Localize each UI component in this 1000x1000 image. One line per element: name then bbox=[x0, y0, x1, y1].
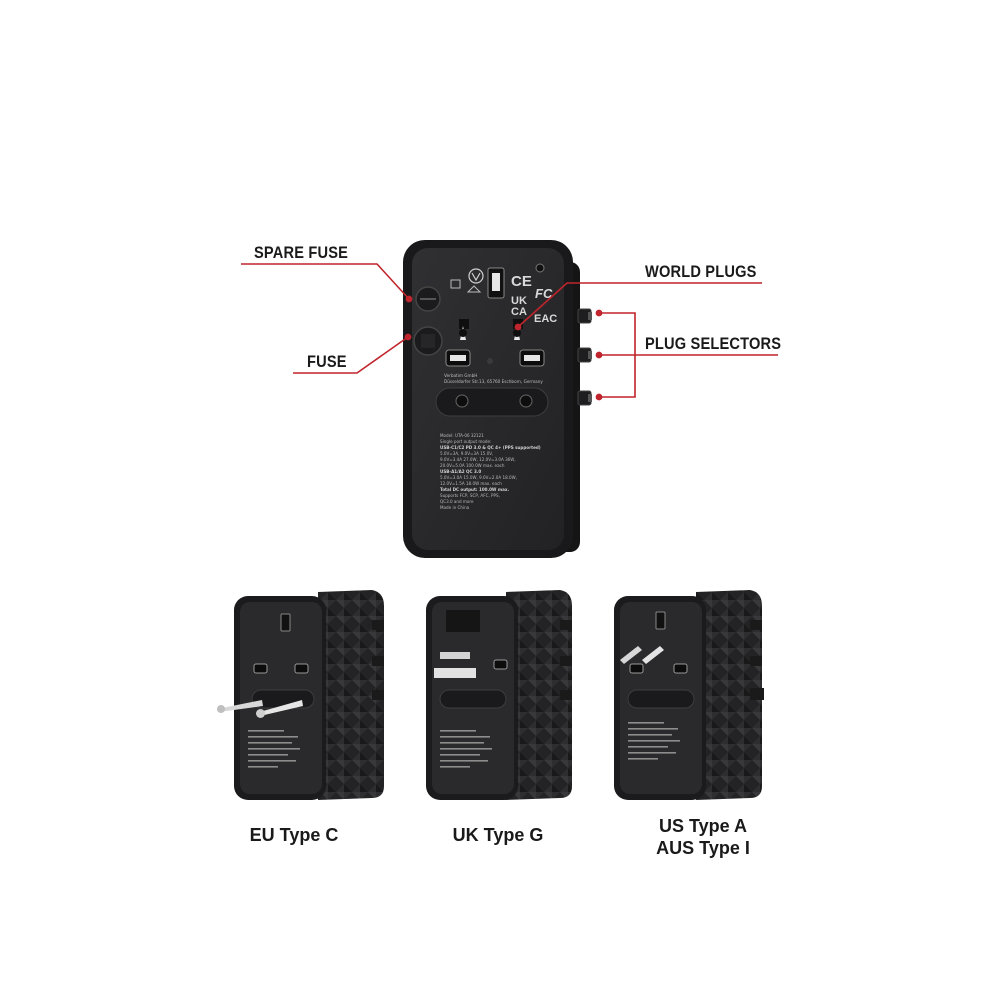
main-device: CE FC UK CA EAC Verbatim GmbH Düsseldorf… bbox=[403, 240, 592, 558]
plug-selector-dot-3 bbox=[595, 393, 603, 401]
eac-mark: EAC bbox=[534, 313, 557, 325]
led-indicator bbox=[535, 263, 545, 273]
ukca-mark-top: UK bbox=[511, 295, 527, 307]
plug-selector-dot-2 bbox=[595, 351, 603, 359]
spec-line: Single port output mode: bbox=[440, 439, 491, 444]
spec-line: Total DC output: 100.0W max. bbox=[440, 487, 510, 492]
uk-socket-plate bbox=[439, 689, 507, 709]
uk-selector-3 bbox=[560, 690, 572, 700]
us-plug-pin-left bbox=[620, 646, 642, 664]
indoor-use-icon bbox=[466, 285, 482, 293]
spec-line: QC3.0 and more bbox=[440, 499, 474, 504]
eu-device-side bbox=[318, 590, 384, 800]
spec-line: Made in China bbox=[440, 505, 470, 510]
us-plug-pin-right bbox=[642, 646, 664, 664]
eu-usb-c-left bbox=[253, 663, 268, 674]
spec-line: 12.0V=1.5A 18.0W max. each bbox=[440, 481, 502, 486]
eu-caption-line: EU Type C bbox=[249, 825, 339, 845]
plug-selectors-label: PLUG SELECTORS bbox=[645, 334, 782, 353]
socket-hole-right bbox=[519, 394, 533, 408]
eu-usb-a bbox=[280, 613, 291, 632]
spec-line: 9.0V=3.4A 27.0W, 12.0V=3.0A 36W, bbox=[440, 457, 516, 462]
spec-line: 5.0V=3.0A 15.0W, 9.0V=2.0A 18.0W, bbox=[440, 475, 517, 480]
company-line-1: Verbatim GmbH bbox=[444, 373, 477, 378]
world-plugs-leader bbox=[517, 282, 762, 328]
spec-line: 20.0V=5.0A 100.0W max. each bbox=[440, 463, 505, 468]
spec-line: Supports FCP, SCP, AFC, PPS, bbox=[440, 493, 500, 498]
ukca-mark-bottom: CA bbox=[511, 306, 527, 318]
eu-plug-pin-right bbox=[260, 700, 303, 716]
spare-fuse-label: SPARE FUSE bbox=[254, 243, 349, 262]
eu-spec-lines bbox=[248, 730, 300, 768]
variant-eu-device bbox=[217, 590, 384, 800]
ce-mark: CE bbox=[511, 273, 532, 290]
usb-a-port-tongue bbox=[492, 273, 500, 291]
fuse-label: FUSE bbox=[307, 352, 347, 371]
usb-c-port-right-tongue bbox=[524, 355, 540, 361]
uk-device-side bbox=[506, 590, 572, 800]
eu-selector-2 bbox=[372, 656, 384, 666]
reset-hole bbox=[487, 358, 493, 364]
spare-fuse-dot bbox=[405, 295, 413, 303]
spec-text-block: Model: UTA-06 32121 Single port output m… bbox=[440, 433, 541, 510]
variant-uk-device bbox=[426, 590, 572, 800]
fcc-mark: FC bbox=[535, 286, 553, 301]
plug-selector-2[interactable] bbox=[577, 347, 592, 363]
spec-line: USB-A1/A2 QC 3.0 bbox=[440, 469, 481, 474]
eu-selector-1 bbox=[372, 620, 384, 630]
uk-plug-pin-left bbox=[440, 652, 470, 659]
uk-top-pin-block bbox=[446, 610, 480, 632]
spec-line: Model: UTA-06 32121 bbox=[440, 433, 484, 438]
uk-plug-pin-bottom bbox=[434, 668, 476, 678]
us-selector-2 bbox=[750, 656, 762, 666]
company-line-2: Düsseldorfer Str.13, 65760 Eschborn, Ger… bbox=[444, 379, 543, 384]
v-logo-glyph bbox=[471, 272, 481, 282]
double-insulation-icon bbox=[450, 279, 461, 289]
eu-usb-c-right bbox=[294, 663, 309, 674]
us-spec-lines bbox=[628, 722, 680, 760]
eu-plug-tip-left bbox=[217, 705, 225, 713]
fuse-cover bbox=[421, 334, 435, 348]
us-selector-1 bbox=[750, 620, 762, 630]
fuse-dot bbox=[404, 333, 412, 341]
us-caption-line-2: AUS Type I bbox=[656, 838, 750, 858]
v-logo-icon bbox=[468, 268, 484, 284]
callout-lines bbox=[241, 263, 778, 401]
world-plugs-dot bbox=[514, 323, 522, 331]
eu-plug-pin-left bbox=[219, 700, 263, 712]
uk-selector-2 bbox=[560, 656, 572, 666]
us-usb-a bbox=[655, 611, 666, 630]
uk-spec-lines bbox=[440, 730, 492, 768]
us-usb-c-left bbox=[629, 663, 644, 674]
uk-usb-c bbox=[493, 659, 508, 670]
world-plug-socket-left bbox=[459, 319, 469, 340]
us-socket-plate bbox=[627, 689, 695, 709]
us-caption: US Type A AUS Type I bbox=[603, 815, 803, 859]
eu-selector-3 bbox=[372, 690, 384, 700]
uk-caption: UK Type G bbox=[398, 824, 598, 846]
plug-selector-3[interactable] bbox=[577, 390, 592, 406]
uk-caption-line: UK Type G bbox=[452, 825, 544, 845]
eu-caption: EU Type C bbox=[194, 824, 394, 846]
uk-selector-1 bbox=[560, 620, 572, 630]
socket-hole-left bbox=[455, 394, 469, 408]
us-device-side bbox=[696, 590, 762, 800]
plug-selector-1[interactable] bbox=[577, 308, 592, 324]
us-usb-c-right bbox=[673, 663, 688, 674]
plug-selector-dot-1 bbox=[595, 309, 603, 317]
spare-fuse-leader bbox=[241, 263, 410, 300]
usb-c-port-left-tongue bbox=[450, 355, 466, 361]
eu-plug-tip-right bbox=[256, 709, 265, 718]
spec-line: 5.0V=3A, 9.0V=3A 15.0V, bbox=[440, 451, 493, 456]
variant-us-device bbox=[614, 590, 764, 800]
spec-line: USB-C1/C2 PD 3.0 & QC 4+ (PPS supported) bbox=[440, 445, 541, 450]
world-plugs-label: WORLD PLUGS bbox=[645, 262, 757, 281]
us-selector-3 bbox=[750, 688, 764, 700]
fuse-leader bbox=[293, 336, 409, 374]
us-caption-line-1: US Type A bbox=[658, 816, 747, 836]
